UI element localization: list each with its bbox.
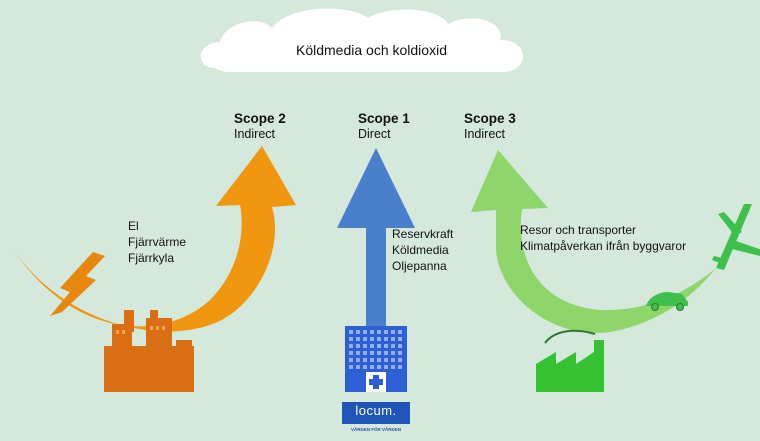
locum-logo-name: locum. — [355, 403, 397, 418]
hospital-window — [356, 365, 360, 369]
hospital-window — [363, 344, 367, 348]
scope1-arrow — [337, 148, 415, 335]
hospital-window — [384, 330, 388, 334]
hospital-window — [398, 330, 402, 334]
city-windows — [116, 326, 165, 334]
hospital-window — [349, 337, 353, 341]
scope3-source-resor: Resor och transporter — [520, 223, 637, 237]
hospital-window — [356, 351, 360, 355]
scope2-source-fjarrkyla: Fjärrkyla — [128, 251, 175, 265]
hospital-window — [377, 358, 381, 362]
hospital-window — [377, 351, 381, 355]
hospital-window — [391, 344, 395, 348]
hospital-window — [363, 337, 367, 341]
hospital-window — [377, 365, 381, 369]
factory-icon — [536, 340, 604, 392]
hospital-window — [356, 337, 360, 341]
scope1-source-reservkraft: Reservkraft — [392, 227, 454, 241]
hospital-window — [391, 358, 395, 362]
scope1-title: Scope 1 — [358, 111, 410, 126]
cloud-icon — [200, 8, 524, 72]
hospital-window — [398, 351, 402, 355]
hospital-window — [391, 330, 395, 334]
hospital-window — [384, 365, 388, 369]
scope1-source-oljepanna: Oljepanna — [392, 259, 447, 273]
hospital-window — [349, 351, 353, 355]
scope2-source-fjarrvarme: Fjärrvärme — [128, 235, 187, 249]
hospital-window — [370, 365, 374, 369]
scope2-title: Scope 2 — [234, 111, 286, 126]
hospital-window — [370, 337, 374, 341]
hospital-window — [370, 351, 374, 355]
hospital-window — [363, 351, 367, 355]
hospital-window — [391, 365, 395, 369]
hospital-window — [391, 351, 395, 355]
hospital-window — [349, 365, 353, 369]
hospital-window — [384, 344, 388, 348]
hospital-window — [370, 344, 374, 348]
locum-logo-icon — [342, 402, 410, 424]
hospital-window — [363, 330, 367, 334]
hospital-window — [349, 344, 353, 348]
hospital-window — [384, 337, 388, 341]
scope3-subtitle: Indirect — [464, 127, 505, 141]
lightning-icon — [50, 252, 105, 316]
scope3-arrow — [471, 150, 716, 333]
scope2-subtitle: Indirect — [234, 127, 275, 141]
hospital-window — [398, 344, 402, 348]
hospital-window — [370, 358, 374, 362]
factory-smoke — [544, 329, 596, 344]
hospital-window — [370, 330, 374, 334]
hospital-window — [349, 358, 353, 362]
hospital-window — [377, 337, 381, 341]
hospital-icon — [345, 326, 407, 392]
cloud-label: Köldmedia och koldioxid — [296, 42, 447, 58]
scope3-title: Scope 3 — [464, 111, 516, 126]
scope1-source-koldmedia: Köldmedia — [392, 243, 449, 257]
hospital-window — [398, 365, 402, 369]
scope2-source-el: El — [128, 219, 139, 233]
hospital-window — [356, 358, 360, 362]
scope1-subtitle: Direct — [358, 127, 391, 141]
airplane-icon — [712, 204, 760, 270]
hospital-window — [349, 330, 353, 334]
hospital-window — [398, 358, 402, 362]
hospital-window — [363, 358, 367, 362]
scope2-arrow — [14, 146, 296, 332]
locum-logo-tagline: VÅRDEN FÖR VÅRDEN — [350, 427, 401, 432]
hospital-window — [356, 330, 360, 334]
hospital-window — [356, 344, 360, 348]
hospital-window — [391, 337, 395, 341]
hospital-window — [384, 358, 388, 362]
hospital-window — [377, 344, 381, 348]
hospital-window — [398, 337, 402, 341]
hospital-window — [363, 365, 367, 369]
car-icon — [646, 292, 688, 311]
hospital-window — [377, 330, 381, 334]
scope3-source-klimatpaverkan: Klimatpåverkan ifrån byggvaror — [520, 239, 687, 253]
hospital-window — [384, 351, 388, 355]
